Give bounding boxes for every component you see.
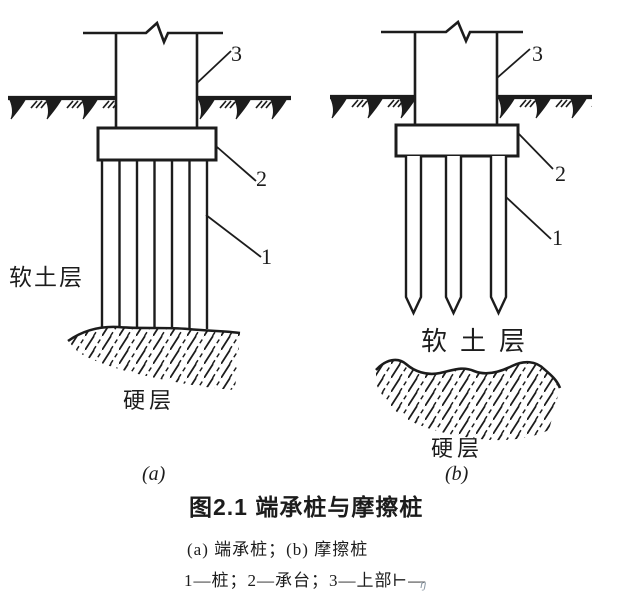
legend-text: 1—桩；2—承台；3—上部 — [184, 571, 393, 590]
pile-cap-a — [96, 126, 218, 162]
callout-3-a: 3 — [231, 41, 242, 66]
legend-truncated-fragment: ⊢— — [392, 571, 427, 590]
ground-hatch-b-right — [498, 98, 592, 119]
callout-1-b: 1 — [552, 225, 563, 250]
leader-3a — [196, 50, 232, 84]
leader-1b — [505, 196, 552, 240]
ground-hatch-b-left — [330, 98, 415, 119]
callout-2-b: 2 — [555, 161, 566, 186]
hard-layer-surface-a — [67, 325, 241, 343]
column-break-line-a — [83, 20, 223, 46]
soft-layer-label-b: 软土层 — [421, 327, 539, 356]
leader-2a — [216, 146, 257, 182]
hard-layer-fill-b — [376, 359, 560, 441]
leader-2b — [517, 132, 554, 170]
hard-layer-surface-b — [375, 358, 562, 389]
hard-layer-label-b: 硬层 — [431, 436, 484, 461]
ground-hatch-a-right — [198, 99, 291, 120]
hard-layer-fill-a — [68, 326, 240, 390]
leader-1a — [205, 214, 262, 258]
soft-layer-label-a: 软土层 — [9, 265, 84, 290]
callout-1-a: 1 — [261, 244, 272, 269]
pile-cap-b — [394, 123, 520, 158]
leader-3b — [496, 48, 531, 79]
figure-subtitle: (a) 端承桩；(b) 摩擦桩 — [187, 540, 369, 559]
callout-2-a: 2 — [256, 166, 267, 191]
ground-hatch-a-left — [9, 99, 116, 120]
figure-title: 图2.1 端承桩与摩擦桩 — [189, 494, 424, 520]
callout-3-b: 3 — [532, 41, 543, 66]
stray-scan-mark: ŋ — [420, 576, 427, 591]
column-break-line-b — [381, 19, 523, 45]
hard-layer-label-a: 硬层 — [123, 388, 176, 413]
figure-legend: 1—桩；2—承台；3—上部⊢— — [184, 572, 426, 589]
panel-label-a: (a) — [142, 463, 166, 485]
panel-label-b: (b) — [445, 463, 469, 485]
panel-b-linework — [330, 19, 592, 441]
panel-a-linework — [8, 20, 291, 390]
piles-a — [100, 160, 209, 329]
piles-b — [404, 156, 508, 316]
